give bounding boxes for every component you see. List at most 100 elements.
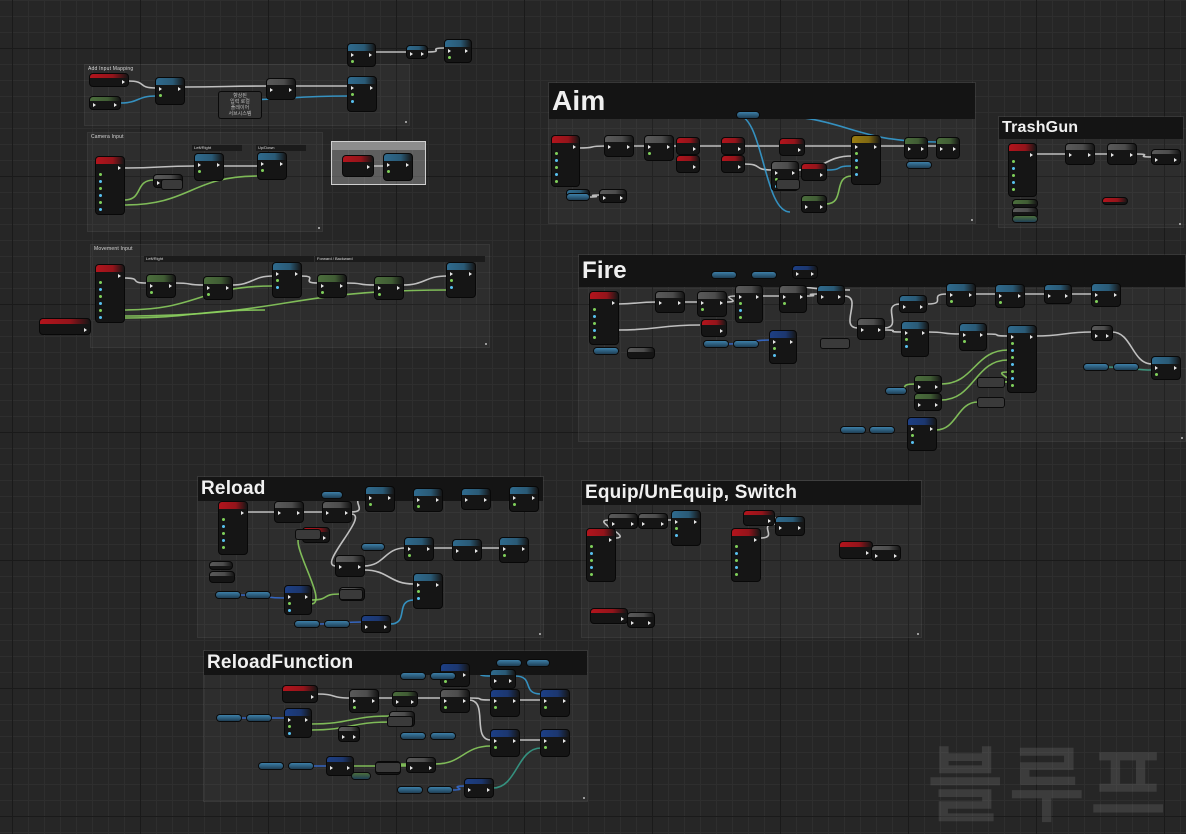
exec-pin[interactable]	[738, 165, 741, 169]
data-pin[interactable]	[378, 293, 381, 296]
variable-getter-node[interactable]	[259, 763, 283, 769]
exec-pin[interactable]	[969, 293, 972, 297]
exec-pin[interactable]	[347, 766, 350, 770]
data-pin[interactable]	[288, 609, 291, 612]
graph-node[interactable]	[362, 616, 390, 632]
exec-pin[interactable]	[693, 147, 696, 151]
data-pin[interactable]	[222, 539, 225, 542]
data-pin[interactable]	[450, 286, 453, 289]
data-pin[interactable]	[544, 706, 547, 709]
variable-getter-node[interactable]	[527, 660, 549, 666]
exec-pin[interactable]	[280, 162, 283, 166]
operator-node[interactable]	[978, 378, 1004, 387]
data-pin[interactable]	[222, 546, 225, 549]
data-pin[interactable]	[99, 316, 102, 319]
graph-node[interactable]	[840, 542, 872, 558]
exec-pin[interactable]	[950, 293, 953, 297]
comment-resize-handle[interactable]	[971, 219, 973, 221]
exec-pin[interactable]	[1069, 153, 1072, 157]
data-pin[interactable]	[1012, 188, 1015, 191]
exec-pin[interactable]	[494, 739, 497, 743]
comment-box-movement-input[interactable]: Movement Input	[90, 244, 490, 348]
comment-title[interactable]: TrashGun	[999, 117, 1183, 139]
exec-pin[interactable]	[773, 340, 776, 344]
graph-node[interactable]	[1013, 200, 1037, 207]
data-pin[interactable]	[99, 309, 102, 312]
exec-pin[interactable]	[627, 145, 630, 149]
exec-pin[interactable]	[783, 295, 786, 299]
exec-pin[interactable]	[878, 328, 881, 332]
exec-pin[interactable]	[345, 511, 348, 515]
graph-node[interactable]	[672, 511, 700, 545]
data-pin[interactable]	[590, 573, 593, 576]
comment-title[interactable]: Aim	[549, 83, 975, 119]
data-pin[interactable]	[735, 552, 738, 555]
graph-node[interactable]	[462, 489, 490, 509]
graph-node[interactable]	[900, 296, 926, 312]
exec-pin[interactable]	[866, 551, 869, 555]
data-pin[interactable]	[593, 336, 596, 339]
exec-pin[interactable]	[378, 286, 381, 290]
graph-node[interactable]	[336, 556, 364, 576]
exec-pin[interactable]	[1018, 294, 1021, 298]
exec-pin[interactable]	[463, 673, 466, 677]
comment-resize-handle[interactable]	[917, 633, 919, 635]
exec-pin[interactable]	[410, 52, 413, 56]
exec-pin[interactable]	[820, 205, 823, 209]
data-pin[interactable]	[207, 293, 210, 296]
exec-pin[interactable]	[1030, 335, 1033, 339]
data-pin[interactable]	[1011, 377, 1014, 380]
exec-pin[interactable]	[513, 699, 516, 703]
data-pin[interactable]	[1095, 300, 1098, 303]
comment-resize-handle[interactable]	[583, 797, 585, 799]
exec-pin[interactable]	[207, 286, 210, 290]
exec-pin[interactable]	[429, 766, 432, 770]
variable-getter-node[interactable]	[247, 715, 271, 721]
data-pin[interactable]	[1011, 370, 1014, 373]
exec-pin[interactable]	[122, 80, 125, 84]
exec-pin[interactable]	[953, 147, 956, 151]
data-pin[interactable]	[1012, 174, 1015, 177]
exec-pin[interactable]	[475, 549, 478, 553]
exec-pin[interactable]	[875, 554, 878, 558]
graph-node[interactable]	[318, 275, 346, 297]
exec-pin[interactable]	[903, 305, 906, 309]
exec-pin[interactable]	[922, 331, 925, 335]
exec-pin[interactable]	[920, 305, 923, 309]
exec-pin[interactable]	[311, 695, 314, 699]
graph-node[interactable]	[267, 79, 295, 99]
variable-getter-node[interactable]	[216, 592, 240, 598]
exec-pin[interactable]	[775, 171, 778, 175]
data-pin[interactable]	[555, 152, 558, 155]
comment-title[interactable]: Camera Input	[91, 134, 124, 140]
exec-pin[interactable]	[305, 718, 308, 722]
exec-pin[interactable]	[448, 49, 451, 53]
data-pin[interactable]	[739, 316, 742, 319]
data-pin[interactable]	[99, 295, 102, 298]
graph-node[interactable]	[491, 670, 515, 688]
exec-pin[interactable]	[779, 526, 782, 530]
exec-pin[interactable]	[908, 147, 911, 151]
exec-pin[interactable]	[326, 511, 329, 515]
exec-pin[interactable]	[544, 699, 547, 703]
exec-pin[interactable]	[93, 103, 96, 107]
exec-pin[interactable]	[369, 53, 372, 57]
exec-pin[interactable]	[342, 735, 345, 739]
graph-node[interactable]	[645, 136, 673, 160]
data-pin[interactable]	[775, 185, 778, 188]
exec-pin[interactable]	[408, 547, 411, 551]
graph-node[interactable]	[350, 690, 378, 712]
exec-pin[interactable]	[612, 522, 615, 526]
graph-node[interactable]	[947, 284, 975, 306]
graph-node[interactable]	[453, 540, 481, 560]
variable-getter-node[interactable]	[431, 673, 455, 679]
graph-node[interactable]	[1092, 284, 1120, 306]
comment-box-camera-input[interactable]: Camera Input	[87, 132, 323, 232]
graph-node[interactable]	[722, 156, 744, 172]
exec-pin[interactable]	[694, 520, 697, 524]
exec-pin[interactable]	[465, 49, 468, 53]
exec-pin[interactable]	[820, 173, 823, 177]
variable-getter-node[interactable]	[886, 388, 906, 394]
exec-pin[interactable]	[642, 522, 645, 526]
